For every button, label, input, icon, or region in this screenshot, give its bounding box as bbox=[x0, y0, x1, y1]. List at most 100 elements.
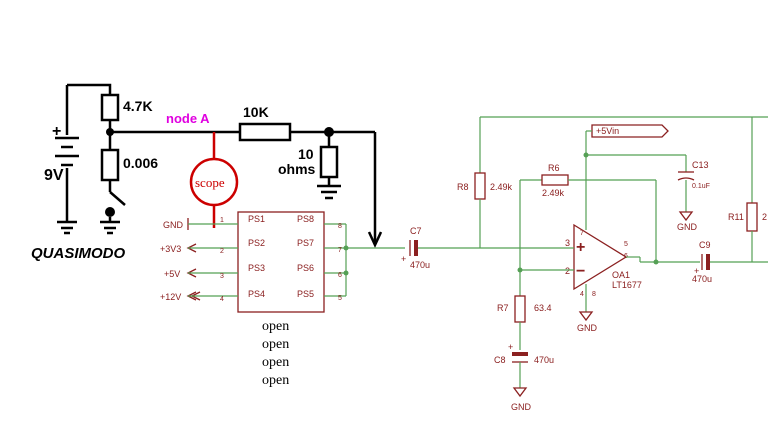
r11-value-partial: 2 bbox=[762, 212, 767, 222]
resistor-r6 bbox=[541, 174, 569, 186]
c8-value: 470u bbox=[534, 355, 554, 365]
c8-gnd-label: GND bbox=[511, 402, 532, 412]
net-gnd-label: GND bbox=[163, 220, 184, 230]
c7-value: 470u bbox=[410, 260, 430, 270]
opamp-plus-sign: + bbox=[576, 239, 585, 256]
pin-1-number: 1 bbox=[220, 217, 224, 224]
resistor-4-7k bbox=[100, 93, 120, 122]
resistor-10-ohms bbox=[319, 145, 339, 179]
supply-5vin-label: +5Vin bbox=[596, 126, 619, 136]
opamp-pin-3: 3 bbox=[565, 238, 570, 248]
c8-plus: + bbox=[508, 342, 513, 352]
c9-plus: + bbox=[694, 266, 699, 276]
c7-plus: + bbox=[401, 254, 406, 264]
switch-ground-icon bbox=[100, 217, 120, 235]
c7-ref: C7 bbox=[410, 226, 422, 236]
resistor-r8 bbox=[474, 172, 486, 200]
note-open-4: open bbox=[262, 373, 289, 388]
c13-ref: C13 bbox=[692, 160, 709, 170]
resistor-r11 bbox=[746, 202, 758, 232]
scope-label: scope bbox=[195, 175, 225, 190]
pin-2-number: 2 bbox=[220, 248, 224, 255]
pin-5-number: 5 bbox=[338, 295, 342, 302]
opamp-oa1 bbox=[573, 223, 628, 291]
net-12v: +12V 4 bbox=[160, 291, 238, 303]
c13-ground-icon: GND bbox=[677, 211, 698, 232]
pin-3-number: 3 bbox=[220, 273, 224, 280]
resistor-10-ohms-unit: ohms bbox=[278, 161, 316, 177]
capacitor-c9: + C9 470u bbox=[692, 240, 712, 284]
opamp-minus-sign: − bbox=[576, 263, 585, 280]
pin-4-number: 4 bbox=[220, 296, 224, 303]
opamp-pin-7: 7 bbox=[580, 230, 584, 237]
opamp-part: LT1677 bbox=[612, 280, 642, 290]
pin-ps7-name: PS7 bbox=[297, 238, 314, 248]
r6-value: 2.49k bbox=[542, 188, 565, 198]
pin-ps5-name: PS5 bbox=[297, 289, 314, 299]
resistor-10k-label: 10K bbox=[243, 104, 269, 120]
pin-ps2-name: PS2 bbox=[248, 238, 265, 248]
quasimodo-circuit: + 9V 4.7K 0.006 node A bbox=[31, 83, 383, 262]
net-12v-label: +12V bbox=[160, 292, 181, 302]
resistor-10k bbox=[238, 122, 292, 142]
resistor-4-7k-label: 4.7K bbox=[123, 98, 153, 114]
pin-ps8-name: PS8 bbox=[297, 214, 314, 224]
power-connector: GND 1 +3V3 2 +5V 3 +12V 4 PS1 PS2 PS3 bbox=[160, 211, 349, 388]
amplifier-schematic: + C7 470u R8 2.49k R6 2.49k +5Vin bbox=[346, 116, 768, 412]
opamp-pin-2: 2 bbox=[565, 266, 570, 276]
note-open-3: open bbox=[262, 355, 289, 370]
battery-plus-sign: + bbox=[52, 123, 61, 140]
opamp-gnd-label: GND bbox=[577, 323, 598, 333]
load-ground-icon bbox=[317, 184, 341, 200]
net-3v3-label: +3V3 bbox=[160, 244, 181, 254]
opamp-pin-8: 8 bbox=[592, 291, 596, 298]
c13-value: 0.1uF bbox=[692, 183, 710, 190]
supply-5vin-tag: +5Vin bbox=[591, 124, 669, 138]
net-5v: +5V 3 bbox=[164, 268, 238, 280]
battery-ground-icon bbox=[57, 220, 77, 235]
opamp-pin-4: 4 bbox=[580, 291, 584, 298]
pin-ps6-name: PS6 bbox=[297, 263, 314, 273]
switch-contact bbox=[105, 207, 115, 217]
opamp-pin-5: 5 bbox=[624, 241, 628, 248]
resistor-r7 bbox=[514, 295, 526, 323]
r8-value: 2.49k bbox=[490, 182, 513, 192]
c9-value: 470u bbox=[692, 274, 712, 284]
r7-ref: R7 bbox=[497, 303, 509, 313]
connector-body bbox=[237, 211, 325, 313]
pin-ps3-name: PS3 bbox=[248, 263, 265, 273]
resistor-10-ohms-value: 10 bbox=[298, 146, 314, 162]
note-open-2: open bbox=[262, 337, 289, 352]
net-gnd: GND 1 bbox=[163, 217, 238, 230]
pin-6-number: 6 bbox=[338, 272, 342, 279]
c8-ground-icon: GND bbox=[511, 387, 532, 412]
note-open-1: open bbox=[262, 319, 289, 334]
pin-ps4-name: PS4 bbox=[248, 289, 265, 299]
pin-8-number: 8 bbox=[338, 223, 342, 230]
r11-ref: R11 bbox=[728, 212, 744, 222]
resistor-0-006 bbox=[100, 148, 120, 182]
arrow-down-icon bbox=[367, 231, 383, 248]
battery-voltage-label: 9V bbox=[44, 167, 64, 184]
c8-ref: C8 bbox=[494, 355, 506, 365]
battery-9v: + 9V bbox=[44, 85, 79, 222]
r8-ref: R8 bbox=[457, 182, 469, 192]
net-5v-label: +5V bbox=[164, 269, 180, 279]
node-a-label: node A bbox=[166, 111, 210, 126]
r6-ref: R6 bbox=[548, 163, 560, 173]
switch-lever bbox=[109, 191, 126, 206]
quasimodo-title: QUASIMODO bbox=[31, 245, 126, 262]
opamp-ref: OA1 bbox=[612, 270, 630, 280]
r7-value: 63.4 bbox=[534, 303, 552, 313]
net-3v3: +3V3 2 bbox=[160, 243, 238, 255]
c9-ref: C9 bbox=[699, 240, 711, 250]
pin-7-number: 7 bbox=[338, 247, 342, 254]
pin-ps1-name: PS1 bbox=[248, 214, 265, 224]
c13-gnd-label: GND bbox=[677, 222, 698, 232]
capacitor-c7: + C7 470u bbox=[401, 226, 430, 270]
opamp-ground-icon: GND bbox=[577, 311, 598, 333]
capacitor-c8: + C8 470u bbox=[494, 342, 554, 365]
scope-probe: scope bbox=[189, 132, 239, 228]
resistor-0-006-label: 0.006 bbox=[123, 155, 158, 171]
